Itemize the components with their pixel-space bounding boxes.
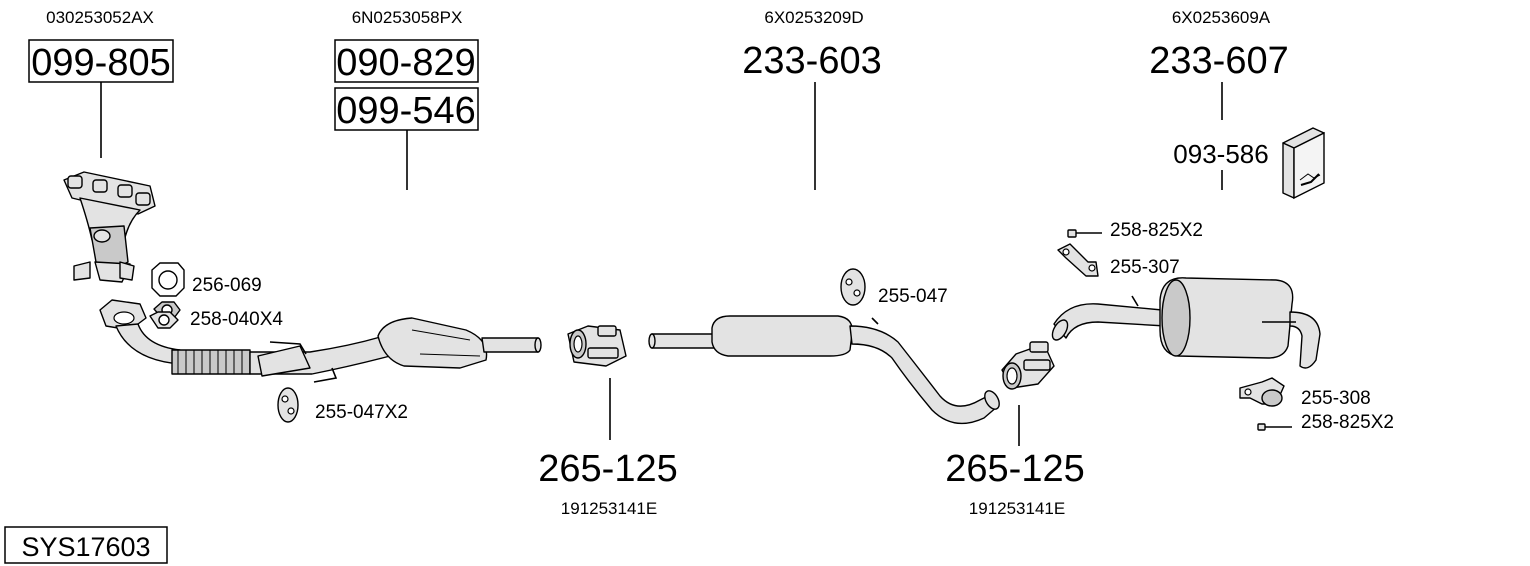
bolt-icon-rear	[1257, 423, 1292, 431]
oe-number-front-pipe: 6N0253058PX	[352, 8, 463, 27]
bolt-icon-top	[1067, 229, 1102, 238]
label-hanger-front[interactable]: 255-047X2	[315, 402, 408, 423]
label-gasket[interactable]: 256-069	[192, 275, 262, 296]
part-number-front-pipe-2[interactable]: 099-546	[336, 90, 475, 132]
oe-number-clamp-left: 191253141E	[561, 499, 657, 518]
oe-number-rear-silencer: 6X0253609A	[1172, 8, 1271, 27]
label-nut[interactable]: 258-040X4	[190, 309, 283, 330]
mounting-kit-box-icon	[1282, 127, 1325, 200]
label-hanger-mid[interactable]: 255-047	[878, 286, 948, 307]
label-bracket-rear[interactable]: 255-308	[1301, 388, 1371, 409]
nut-icon	[149, 301, 181, 329]
bracket-icon-rear	[1239, 377, 1285, 407]
part-number-front-pipe-1[interactable]: 090-829	[336, 42, 475, 84]
part-number-clamp-right[interactable]: 265-125	[945, 448, 1084, 490]
pipe-clamp-icon-left	[567, 325, 627, 367]
part-number-mounting-kit[interactable]: 093-586	[1173, 139, 1268, 169]
bracket-icon-top	[1057, 243, 1099, 277]
part-box-front-pipe-1	[334, 39, 479, 83]
rear-silencer-icon	[1051, 277, 1321, 369]
part-number-manifold[interactable]: 099-805	[31, 42, 170, 84]
rubber-hanger-icon-mid	[840, 268, 866, 306]
label-bolt-rear[interactable]: 258-825X2	[1301, 412, 1394, 433]
oe-number-manifold: 030253052AX	[46, 8, 154, 27]
oe-number-middle-silencer: 6X0253209D	[764, 8, 863, 27]
part-number-clamp-left[interactable]: 265-125	[538, 448, 677, 490]
rubber-hanger-icon-front	[277, 387, 299, 423]
system-code-box	[4, 526, 168, 564]
middle-silencer-icon	[648, 315, 1000, 425]
system-code: SYS17603	[21, 532, 150, 562]
part-box-manifold	[28, 39, 174, 83]
gasket-icon	[151, 262, 185, 297]
label-bracket-top[interactable]: 255-307	[1110, 257, 1180, 278]
part-number-middle-silencer[interactable]: 233-603	[742, 40, 881, 82]
label-bolt-top[interactable]: 258-825X2	[1110, 220, 1203, 241]
front-pipe-catalyst-icon	[99, 299, 542, 383]
exhaust-manifold-icon	[63, 171, 156, 283]
pipe-clamp-icon-right	[1001, 341, 1055, 390]
part-number-rear-silencer[interactable]: 233-607	[1149, 40, 1288, 82]
oe-number-clamp-right: 191253141E	[969, 499, 1065, 518]
